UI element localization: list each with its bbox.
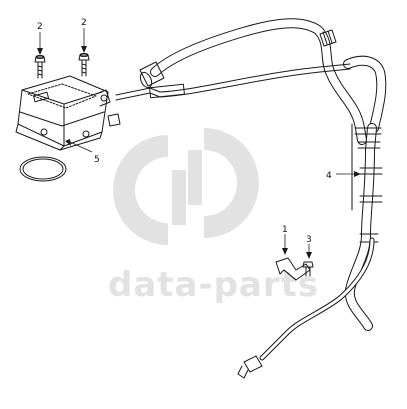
callout-2b: 2 xyxy=(81,18,87,28)
callout-3: 3 xyxy=(306,235,312,245)
watermark-logo xyxy=(113,128,259,245)
part-4-hose-assembly xyxy=(115,18,387,379)
part-3-screw xyxy=(302,261,314,277)
part-2-bolt-left xyxy=(34,55,46,79)
o-ring-gasket xyxy=(19,156,67,182)
callout-1: 1 xyxy=(282,225,288,235)
part-2-bolt-right xyxy=(78,53,90,77)
part-5-module xyxy=(15,75,121,151)
callout-5: 5 xyxy=(94,155,100,165)
callout-2a: 2 xyxy=(37,22,43,32)
leader-lines xyxy=(37,28,361,259)
callout-4: 4 xyxy=(326,171,332,181)
watermark-text: data-parts xyxy=(108,265,319,305)
